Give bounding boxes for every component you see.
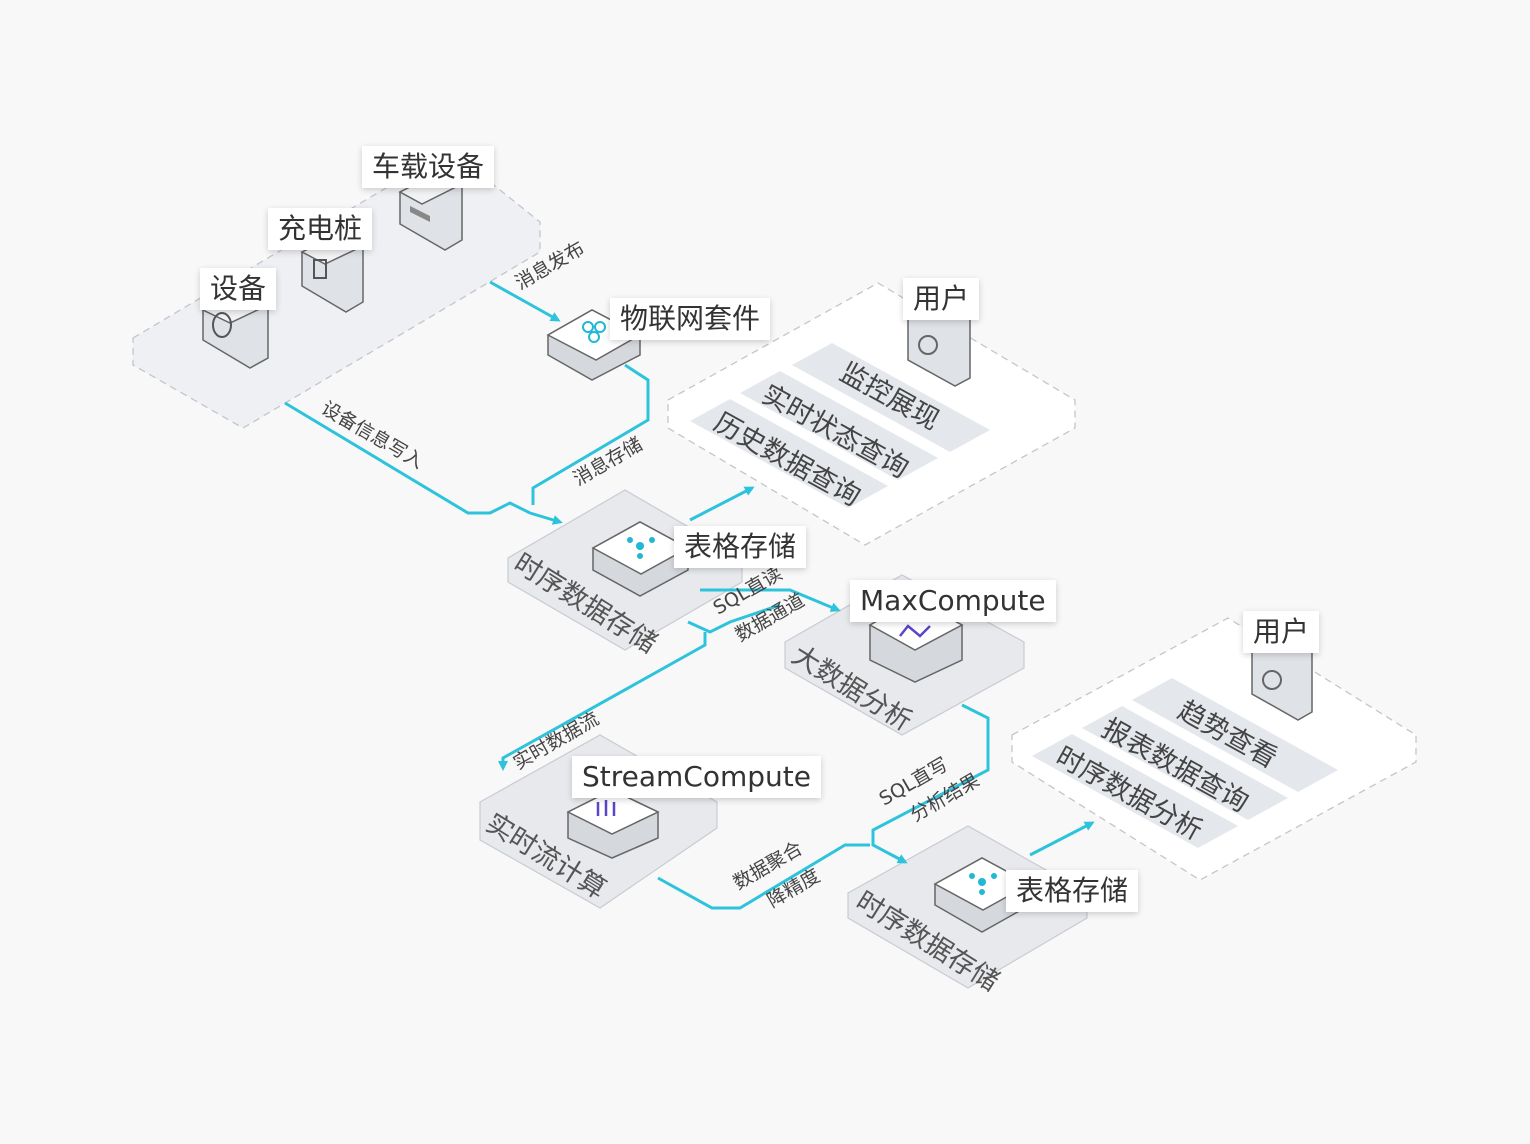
label-streamcompute: StreamCompute bbox=[572, 756, 821, 798]
label-iot-suite: 物联网套件 bbox=[610, 298, 771, 340]
user-area-top bbox=[667, 282, 1076, 546]
flow-lines bbox=[284, 280, 1095, 910]
label-user-bottom: 用户 bbox=[1243, 611, 1320, 653]
flow-msg-store: 消息存储 bbox=[570, 433, 647, 490]
label-maxcompute: MaxCompute bbox=[850, 580, 1056, 622]
table-store-top-icon bbox=[591, 521, 690, 597]
user-area-bottom bbox=[1011, 617, 1417, 881]
label-table-store-bottom: 表格存储 bbox=[1006, 870, 1139, 912]
label-device: 设备 bbox=[200, 268, 277, 310]
label-user-top: 用户 bbox=[903, 278, 980, 320]
flow-device-write: 设备信息写入 bbox=[318, 397, 428, 473]
label-table-store-top: 表格存储 bbox=[674, 526, 807, 568]
label-vehicle-device: 车载设备 bbox=[362, 146, 495, 188]
label-charging-pile: 充电桩 bbox=[268, 208, 373, 250]
